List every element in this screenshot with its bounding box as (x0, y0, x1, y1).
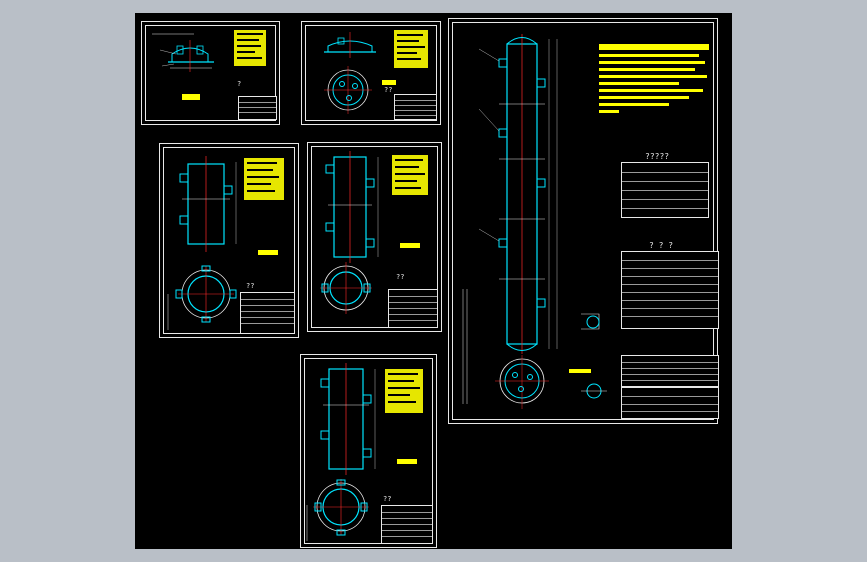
title-block (240, 292, 295, 334)
title-block (381, 505, 433, 544)
title-block (394, 94, 437, 120)
table-2-title: ? ? ? (649, 241, 674, 250)
sheet-border (163, 147, 295, 334)
vessel-head-drawing (152, 30, 266, 100)
vessel-head-top-view (324, 30, 428, 114)
sheet-2-label: ?? (384, 86, 393, 94)
table-1-title: ????? (645, 152, 670, 161)
sheet-5-label: ?? (383, 495, 392, 503)
drawing-sheet-5[interactable]: ?? (300, 354, 437, 548)
title-block (238, 96, 277, 120)
drawing-sheet-4[interactable]: ?? (307, 142, 442, 332)
column-section-drawing (167, 156, 284, 330)
column-assembly-drawing (462, 34, 709, 409)
sheet-border (145, 25, 276, 121)
sheet-4-label: ?? (396, 273, 405, 281)
sheet-border (452, 22, 714, 420)
drawing-sheet-2[interactable]: ?? (301, 21, 441, 125)
sheet-border (304, 358, 433, 544)
nozzle-table (621, 251, 719, 329)
sheet-1-label: ? (237, 80, 242, 88)
parts-list (621, 355, 719, 387)
drawing-sheet-main[interactable]: ????? ? ? ? (448, 18, 719, 424)
drawing-canvas[interactable]: ? ?? (135, 13, 732, 549)
sheet-border (305, 25, 437, 121)
drawing-sheet-3[interactable]: ?? (159, 143, 299, 338)
column-section-drawing (320, 151, 428, 314)
column-section-drawing (306, 363, 423, 541)
design-data-table (621, 162, 709, 218)
main-title-block (621, 387, 719, 419)
drawing-sheet-1[interactable]: ? (141, 21, 280, 125)
sheet-3-label: ?? (246, 282, 255, 290)
title-block (388, 289, 438, 328)
sheet-border (311, 146, 438, 328)
